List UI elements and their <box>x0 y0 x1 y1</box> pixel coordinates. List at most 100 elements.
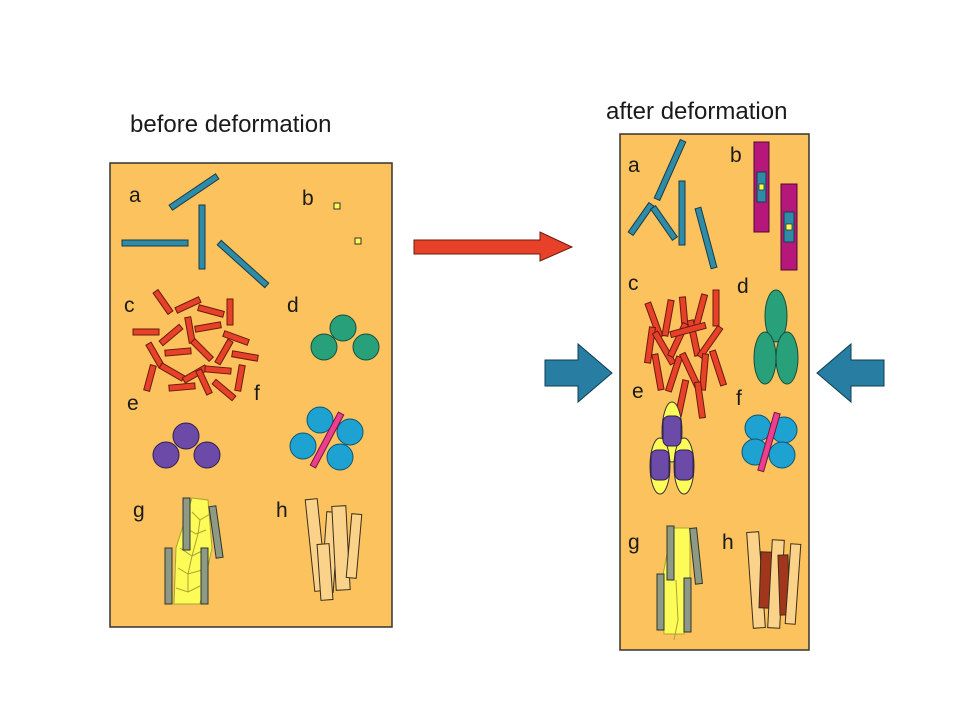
label-after-f: f <box>736 387 742 410</box>
purple-grain <box>193 441 221 469</box>
rod <box>198 204 206 270</box>
grey-plate <box>683 577 692 633</box>
panel-before: a b c d e f g h <box>109 162 393 628</box>
purple-grain <box>172 422 200 450</box>
rod <box>627 201 655 237</box>
red-rod <box>712 289 720 327</box>
before-e-purple-grains <box>152 422 221 469</box>
label-before-g: g <box>133 499 145 522</box>
yellow-core <box>785 223 793 231</box>
outlined-grain <box>331 505 351 591</box>
label-after-e: e <box>632 380 644 403</box>
before-h-grains <box>304 498 363 601</box>
after-b-grains <box>753 141 798 271</box>
label-after-h: h <box>722 531 734 554</box>
grey-plate <box>208 505 224 559</box>
red-rod <box>643 326 657 364</box>
red-rod <box>708 349 728 387</box>
compression-arrow-right <box>816 342 885 404</box>
red-rod <box>132 328 160 336</box>
blue-grain <box>289 432 317 460</box>
before-d-green-grains <box>310 314 380 361</box>
green-grain <box>753 331 777 385</box>
before-a-rods <box>121 173 270 289</box>
grey-plate <box>689 527 703 585</box>
green-grain <box>329 314 357 342</box>
red-arrow <box>413 231 574 262</box>
label-before-d: d <box>287 294 299 317</box>
green-grain <box>764 289 788 343</box>
before-g-aggregate <box>164 497 224 605</box>
red-rod <box>143 364 157 392</box>
grey-plate <box>164 547 173 605</box>
grey-plate <box>656 573 665 631</box>
label-after-c: c <box>628 272 639 295</box>
purple-grain <box>674 449 694 481</box>
red-rod <box>669 321 707 339</box>
small-grain <box>354 237 362 245</box>
label-after-g: g <box>628 531 640 554</box>
grain-boundary <box>673 579 679 641</box>
green-grain <box>775 331 799 385</box>
after-a-rods <box>627 138 718 270</box>
blue-grain <box>306 406 334 434</box>
grey-plate <box>666 525 675 581</box>
rod <box>168 173 220 211</box>
label-before-a: a <box>129 184 141 207</box>
green-grain <box>310 333 338 361</box>
red-rod <box>152 288 174 316</box>
compression-arrow-left <box>544 342 613 404</box>
grey-plate <box>200 547 209 605</box>
before-b-grains <box>333 202 362 245</box>
red-rod <box>231 350 259 362</box>
title-after-deformation: after deformation <box>606 98 788 125</box>
after-g-aggregate <box>656 525 703 641</box>
outlined-grain <box>316 543 334 601</box>
title-before-deformation: before deformation <box>130 111 332 138</box>
red-rod <box>174 296 202 314</box>
label-before-e: e <box>127 392 139 415</box>
red-rod <box>164 347 192 357</box>
before-f-blue-grains <box>289 406 364 471</box>
red-rod <box>693 381 707 419</box>
red-rod <box>226 298 234 326</box>
red-rod <box>168 382 196 392</box>
blue-grain <box>768 441 796 469</box>
red-rod <box>211 378 237 402</box>
after-f-pink-rod <box>757 411 781 473</box>
after-h-grains <box>746 531 802 629</box>
yellow-core <box>758 183 765 191</box>
red-rod <box>195 368 213 396</box>
after-e-purple-grains <box>649 401 695 495</box>
red-rod <box>197 304 225 318</box>
red-rod <box>214 338 234 366</box>
grey-plate <box>182 497 191 551</box>
rod <box>216 239 270 289</box>
outlined-grain <box>784 543 802 625</box>
blue-grain <box>336 418 364 446</box>
before-f-pink-rod <box>309 411 345 469</box>
red-rod <box>696 324 724 360</box>
rod <box>678 180 686 246</box>
red-rod <box>222 330 250 346</box>
outlined-grain <box>345 513 363 579</box>
label-after-a: a <box>628 154 640 177</box>
purple-grain <box>662 415 682 447</box>
label-after-d: d <box>737 275 749 298</box>
red-rod <box>189 337 215 363</box>
after-d-green-grains <box>753 289 799 385</box>
red-rod <box>194 321 222 333</box>
red-rod <box>698 353 710 391</box>
before-c-red-rods <box>132 288 259 402</box>
label-before-c: c <box>124 294 135 317</box>
label-before-h: h <box>276 499 288 522</box>
red-rod <box>661 299 675 337</box>
rod <box>649 205 679 241</box>
red-rod <box>664 355 684 393</box>
rod <box>694 206 718 270</box>
blue-grain <box>326 443 354 471</box>
small-grain <box>333 202 341 210</box>
label-before-f: f <box>254 382 260 405</box>
panel-after: a b c d e f g h <box>619 133 810 651</box>
